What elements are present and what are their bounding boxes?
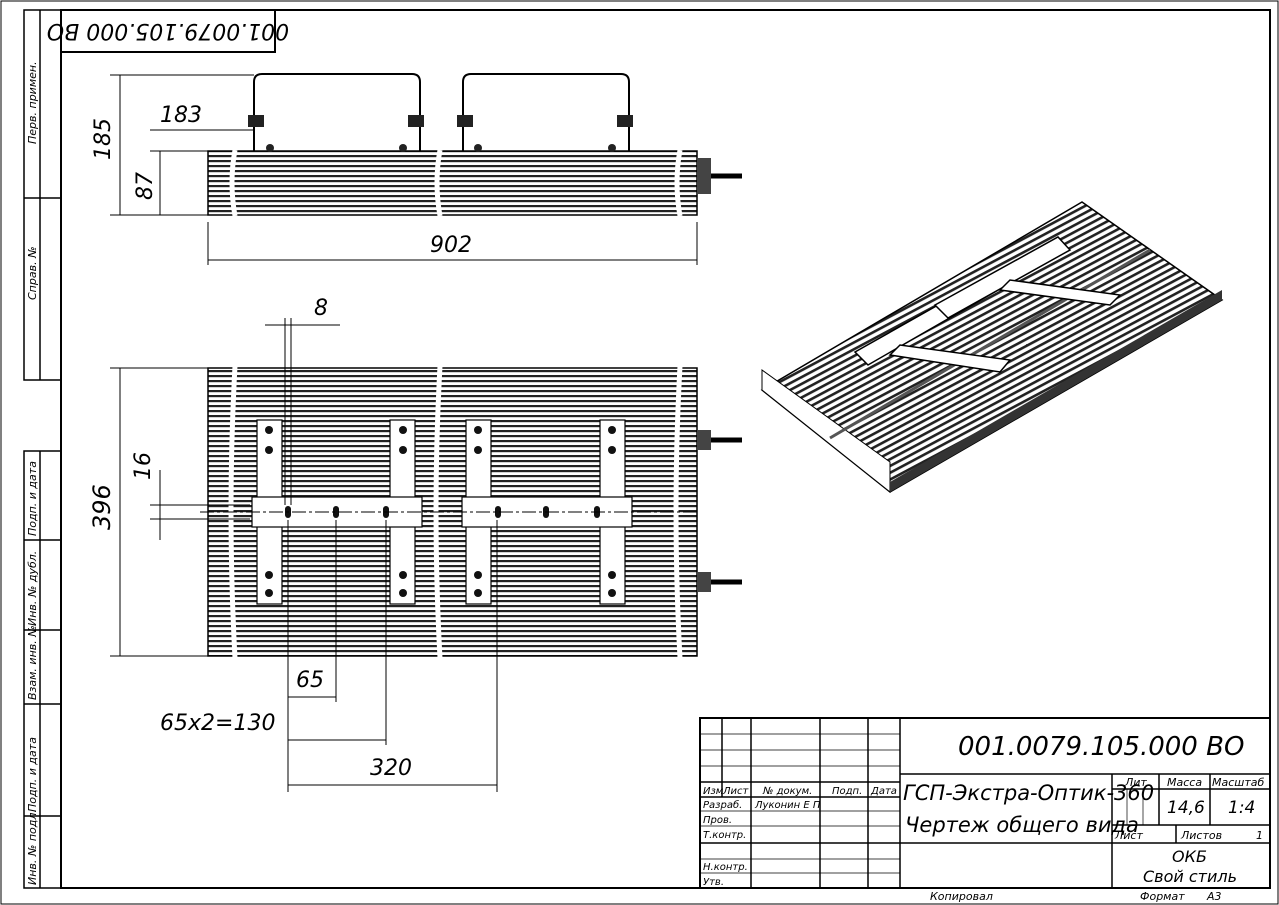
copied-label: Копировал xyxy=(930,890,993,903)
mass-value: 14,6 xyxy=(1167,798,1205,818)
drawing-frame xyxy=(60,9,1271,889)
role-label: Разраб. xyxy=(703,799,742,811)
bracket xyxy=(462,73,630,151)
header-date: Дата xyxy=(870,786,897,797)
stamp-box xyxy=(60,9,276,53)
org-line2: Свой стиль xyxy=(1143,867,1237,886)
designation: 001.0079.105.000 ВО xyxy=(958,732,1244,762)
side-strip: Перв. примен. Справ. № Подп. и дата Инв.… xyxy=(23,9,62,889)
plan-dimensions xyxy=(110,318,498,792)
scale-value: 1:4 xyxy=(1228,798,1255,818)
cable-gland xyxy=(697,158,711,194)
format-value: А3 xyxy=(1206,890,1222,903)
dim-902: 902 xyxy=(430,233,472,258)
plan-view xyxy=(200,365,742,659)
dim-65: 65 xyxy=(296,668,324,693)
strip-label: Справ. № xyxy=(26,246,39,300)
isometric-view xyxy=(760,201,1224,494)
scale-label: Масштаб xyxy=(1212,776,1264,789)
strip-label: Перв. примен. xyxy=(26,61,39,144)
sheets-label: Листов xyxy=(1180,829,1222,842)
role-label: Утв. xyxy=(703,877,724,888)
dim-396: 396 xyxy=(88,484,116,530)
lit-label: Лит. xyxy=(1124,776,1150,789)
name-line1: ГСП-Экстра-Оптик-360 xyxy=(903,781,1154,805)
dim-130: 65x2=130 xyxy=(160,711,275,736)
side-dimensions xyxy=(110,74,698,265)
strip-label: Инв. № дубл. xyxy=(26,551,39,626)
title-block: 001.0079.105.000 ВО ГСП-Экстра-Оптик-360… xyxy=(699,717,1271,889)
dim-183: 183 xyxy=(160,103,202,128)
mass-label: Масса xyxy=(1167,776,1202,789)
dim-87: 87 xyxy=(133,172,158,200)
strip-label: Подп. и дата xyxy=(26,737,39,812)
dim-16: 16 xyxy=(131,452,156,480)
header-list: Лист xyxy=(722,786,750,797)
sheets-value: 1 xyxy=(1256,829,1263,842)
name-line2: Чертеж общего вида xyxy=(905,813,1139,837)
dim-185: 185 xyxy=(91,118,116,160)
header-sign: Подп. xyxy=(832,786,862,797)
dim-320: 320 xyxy=(370,756,412,781)
developer-name: Луконин Е П xyxy=(754,800,821,811)
strip-label: Взам. инв. № xyxy=(26,625,39,700)
header-izm: Изм xyxy=(703,786,724,797)
sheet-label: Лист xyxy=(1114,829,1143,842)
role-label: Н.контр. xyxy=(703,862,748,873)
bracket xyxy=(253,73,421,151)
org-line1: ОКБ xyxy=(1172,847,1207,866)
role-label: Т.контр. xyxy=(703,830,746,841)
strip-label: Инв. № подл. xyxy=(26,809,39,885)
dim-8: 8 xyxy=(314,296,328,321)
stamp-designation: 001.0079.105.000 ВО xyxy=(47,18,289,43)
header-doc-no: № докум. xyxy=(762,786,812,797)
strip-label: Подп. и дата xyxy=(26,461,39,536)
side-view xyxy=(207,73,742,217)
role-label: Пров. xyxy=(703,815,732,826)
format-label: Формат xyxy=(1140,890,1185,903)
